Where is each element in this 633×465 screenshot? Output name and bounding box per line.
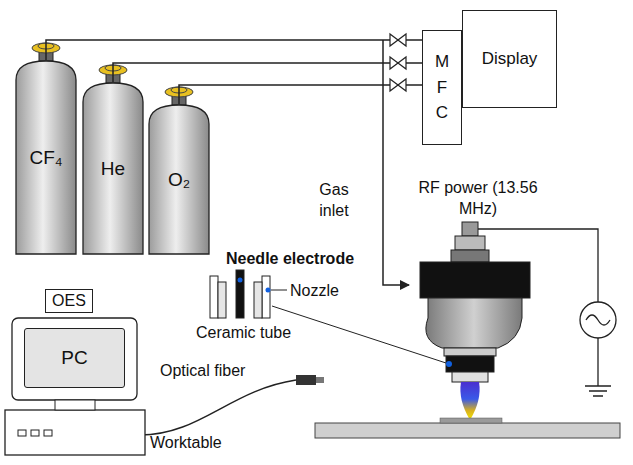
- text-label: Ceramic tube: [196, 323, 291, 344]
- button: [44, 430, 52, 436]
- node-label: Display: [482, 49, 538, 69]
- gas-pipe: [113, 63, 422, 82]
- optical-fiber: [140, 380, 296, 435]
- rf-circuit: [478, 229, 616, 396]
- node-label: CF₄: [29, 147, 62, 169]
- gas-line: [383, 40, 409, 285]
- gas-pipe: [179, 85, 422, 104]
- electrode-inset: [210, 270, 271, 318]
- text-label: Needle electrode: [226, 249, 354, 270]
- text-label: Gas inlet: [304, 180, 364, 222]
- gas-cylinder: CF₄: [15, 60, 77, 255]
- text-label: Worktable: [150, 433, 222, 454]
- gas-pipe: [46, 40, 422, 60]
- cylinder-body: [16, 61, 76, 254]
- monitor-stand: [55, 400, 95, 410]
- device-box: Display: [462, 10, 557, 108]
- leader-line: [272, 306, 446, 363]
- node-label: OES: [52, 292, 86, 310]
- fiber-connector: [316, 377, 324, 383]
- button: [18, 430, 26, 436]
- valve-symbol: [390, 34, 406, 91]
- text-label: Nozzle: [290, 281, 339, 302]
- node-label: PC: [61, 347, 87, 369]
- node-label: He: [101, 158, 125, 180]
- spectrometer: [5, 410, 145, 455]
- cylinder-body: [83, 83, 143, 254]
- fiber-connector: [296, 375, 316, 385]
- button: [31, 430, 39, 436]
- sample: [440, 418, 502, 423]
- device-box: MFC: [422, 30, 462, 145]
- monitor-screen: PC: [24, 328, 125, 388]
- text-label: RF power (13.56 MHz): [418, 178, 538, 220]
- node-label: MFC: [434, 49, 451, 126]
- gas-cylinder: He: [82, 82, 144, 255]
- gas-cylinder: O₂: [148, 104, 210, 255]
- leader-line: [271, 290, 287, 291]
- text-label: Optical fiber: [160, 361, 245, 382]
- plasma-jet: [460, 382, 479, 420]
- monitor: [12, 318, 137, 400]
- plasma-torch: [420, 222, 530, 382]
- device-box: OES: [45, 289, 93, 313]
- node-label: O₂: [168, 169, 190, 191]
- worktable: [315, 423, 620, 438]
- cylinder-body: [149, 105, 209, 254]
